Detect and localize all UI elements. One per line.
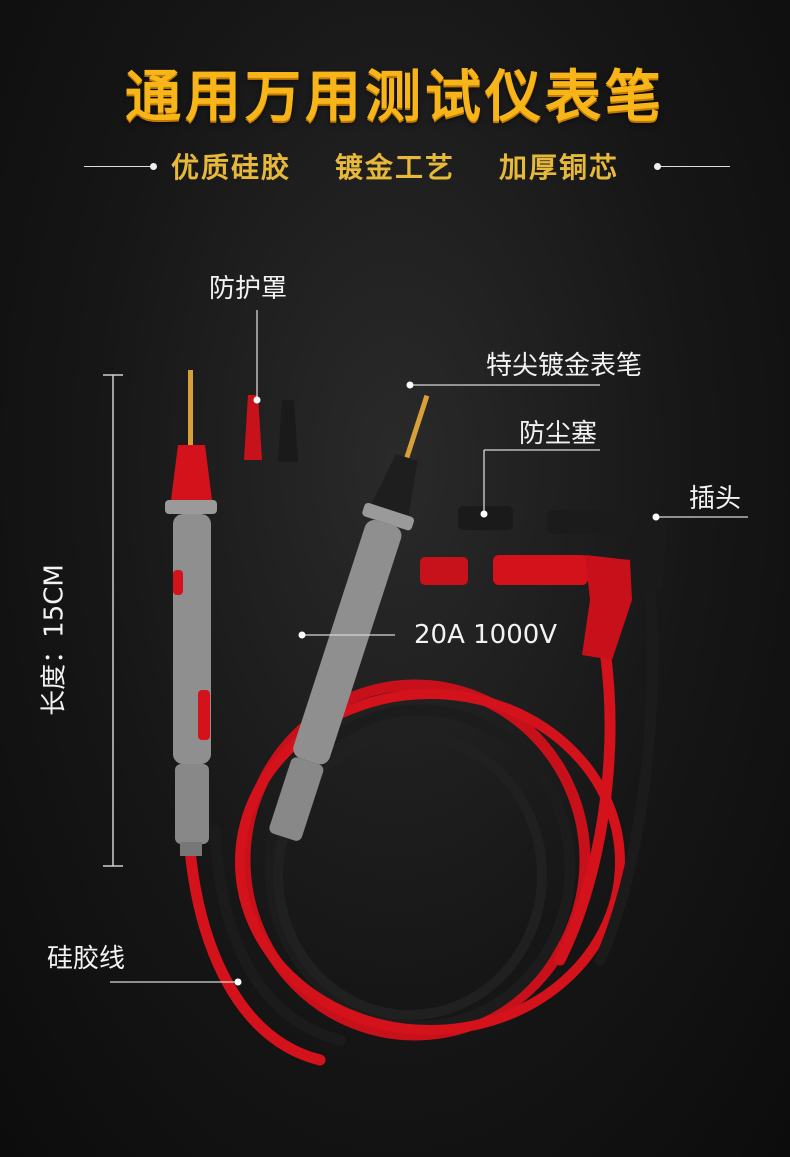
label-guard: 防护罩 — [209, 274, 288, 304]
probe-red — [165, 370, 217, 856]
label-wire: 硅胶线 — [47, 944, 126, 974]
probe-black — [269, 394, 430, 841]
label-dust-plug: 防尘塞 — [519, 419, 598, 449]
divider-left-dot — [150, 163, 157, 170]
label-tip: 特尖镀金表笔 — [486, 351, 643, 381]
pointer-dots — [234, 381, 660, 986]
divider-right — [660, 166, 730, 167]
label-rating: 20A 1000V — [414, 620, 558, 650]
feature-list: 优质硅胶 镀金工艺 加厚铜芯 — [0, 146, 790, 186]
feature-gold-plating: 镀金工艺 — [334, 151, 455, 184]
feature-copper-core: 加厚铜芯 — [499, 151, 620, 184]
feature-silicone: 优质硅胶 — [170, 151, 291, 184]
plugs — [493, 510, 668, 660]
label-length: 长度：15CM — [39, 564, 70, 716]
divider-right-dot — [654, 163, 661, 170]
label-plug: 插头 — [689, 484, 742, 514]
page-title: 通用万用测试仪表笔 — [125, 65, 665, 130]
guard-caps — [244, 395, 298, 462]
dust-plugs — [420, 506, 513, 585]
pointer-lines — [110, 310, 748, 983]
divider-left — [84, 166, 154, 167]
cable-coils — [184, 584, 659, 1066]
